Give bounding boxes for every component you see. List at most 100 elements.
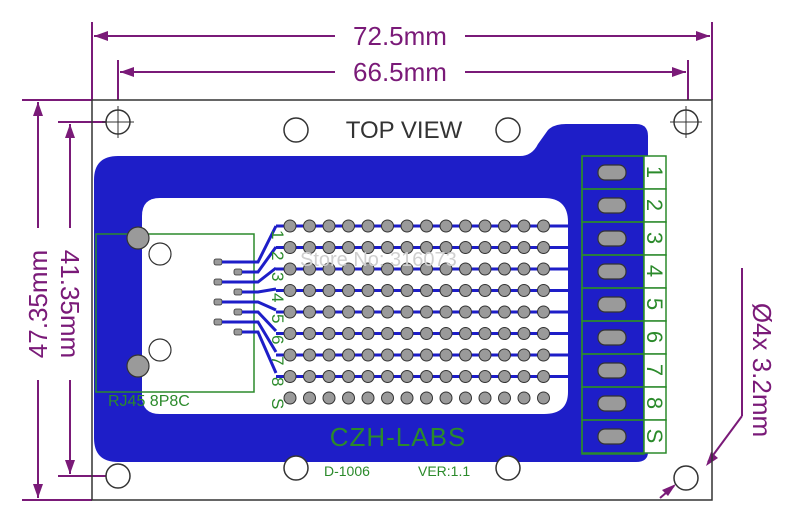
grid-pad (498, 241, 511, 254)
rj45-pin (233, 268, 243, 276)
grid-pad (400, 327, 414, 340)
terminal-pad (597, 296, 627, 313)
grid-pad (400, 348, 414, 362)
grid-pad (517, 370, 531, 383)
grid-pad (420, 391, 433, 405)
grid-pad (283, 241, 297, 254)
rj45-trace (222, 320, 278, 353)
grid-pad (478, 305, 492, 319)
grid-pad (498, 284, 511, 297)
grid-pad (303, 219, 316, 233)
terminal-pad (597, 395, 627, 412)
terminal-pad (597, 428, 627, 445)
grid-pad (322, 284, 336, 297)
grid-pad (478, 241, 492, 254)
rj45-trace (222, 300, 277, 312)
grid-pad (342, 370, 355, 383)
terminal-pin-label: 2 (642, 199, 667, 211)
grid-pad (361, 327, 375, 340)
grid-pad (459, 219, 472, 233)
grid-pad (342, 348, 355, 362)
terminal-pin-label: 8 (642, 397, 667, 409)
grid-pad (517, 262, 531, 276)
hole-width-label: 66.5mm (353, 57, 447, 87)
grid-pad (342, 305, 355, 319)
grid-pad (342, 262, 355, 276)
mounting-hole-bottom-left (105, 463, 131, 489)
grid-pad (537, 305, 550, 319)
grid-pad (322, 327, 336, 340)
grid-pad (381, 219, 394, 233)
board-outline (91, 99, 713, 501)
grid-pad (381, 370, 394, 383)
grid-pad (498, 370, 511, 383)
grid-pad (478, 262, 492, 276)
grid-pad (439, 284, 453, 297)
grid-pad (517, 305, 531, 319)
grid-pad (459, 348, 472, 362)
grid-pad (283, 327, 297, 340)
dimension-hole-width: 66.5mm (117, 57, 689, 100)
grid-pad (537, 370, 550, 383)
grid-pad (537, 327, 550, 340)
grid-pad (303, 241, 316, 254)
rj45-trace (242, 246, 278, 274)
grid-pad (420, 327, 433, 340)
grid-pad (498, 219, 511, 233)
version-label: VER:1.1 (418, 463, 470, 479)
hole-bottom-2 (495, 455, 521, 481)
grid-pad (537, 219, 550, 233)
grid-pad (322, 241, 336, 254)
terminal-pin-label: 1 (642, 166, 667, 178)
left-pin-label: 7 (268, 356, 287, 365)
grid-pad (478, 348, 492, 362)
grid-pad (459, 284, 472, 297)
grid-pad (303, 327, 316, 340)
store-watermark: Store No: 316073 (300, 249, 457, 271)
rj45-trace (222, 266, 277, 284)
grid-pad (537, 262, 550, 276)
grid-pad (342, 327, 355, 340)
rj45-pin (213, 278, 223, 286)
grid-pad (361, 391, 375, 405)
grid-pad (498, 305, 511, 319)
grid-pad (381, 327, 394, 340)
grid-pad (400, 262, 414, 276)
grid-pad (342, 391, 355, 405)
rj45-pin (233, 308, 243, 316)
grid-pad (498, 391, 511, 405)
grid-pad (537, 348, 550, 362)
grid-pad (400, 370, 414, 383)
left-pin-label: 8 (268, 377, 287, 386)
grid-pad (303, 391, 316, 405)
left-pin-label: 6 (268, 335, 287, 344)
grid-pad (439, 219, 453, 233)
grid-pad (459, 391, 472, 405)
terminal-pin-label: 7 (642, 364, 667, 376)
terminal-pad (597, 263, 627, 280)
grid-pad (361, 241, 375, 254)
mounting-hole-top-right (670, 106, 702, 138)
grid-pad (498, 348, 511, 362)
rj45-pin (233, 288, 243, 296)
grid-pad (517, 219, 531, 233)
grid-pad (361, 348, 375, 362)
rj45-pin (213, 258, 223, 266)
rj45-trace (242, 287, 277, 294)
grid-pad (459, 262, 472, 276)
hole-bottom-1 (283, 455, 309, 481)
grid-pad (439, 305, 453, 319)
terminal-pin-label: S (642, 429, 667, 444)
terminal-pad (597, 329, 627, 346)
terminal-pad (597, 197, 627, 214)
grid-pad (361, 284, 375, 297)
terminal-pad (597, 164, 627, 181)
grid-pad (283, 262, 297, 276)
grid-pad (400, 219, 414, 233)
grid-pad (478, 370, 492, 383)
grid-pad (420, 284, 433, 297)
rj45-pins (213, 225, 278, 374)
grid-pad (381, 262, 394, 276)
